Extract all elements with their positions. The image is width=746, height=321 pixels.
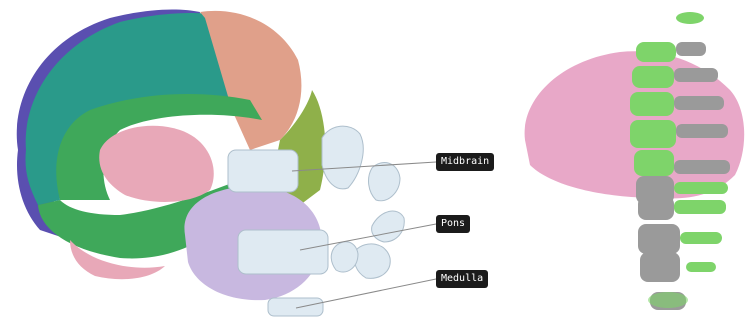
label-medulla: Medulla	[436, 270, 488, 288]
label-midbrain: Midbrain	[436, 153, 494, 171]
fragment-4	[354, 244, 390, 278]
label-pons: Pons	[436, 215, 470, 233]
fragment-5	[331, 242, 358, 272]
pons-block[interactable]	[238, 230, 328, 274]
fragment-2	[369, 163, 400, 201]
midbrain-block[interactable]	[228, 150, 298, 192]
leader-medulla	[296, 279, 436, 308]
medulla-block[interactable]	[268, 298, 323, 316]
pink-deep-structure	[99, 126, 214, 202]
right-sliced-brain[interactable]	[525, 12, 745, 310]
slice-stack	[630, 12, 730, 310]
fragment-3	[372, 211, 405, 242]
left-brain-model[interactable]	[17, 10, 436, 316]
fragment-1	[322, 126, 363, 189]
